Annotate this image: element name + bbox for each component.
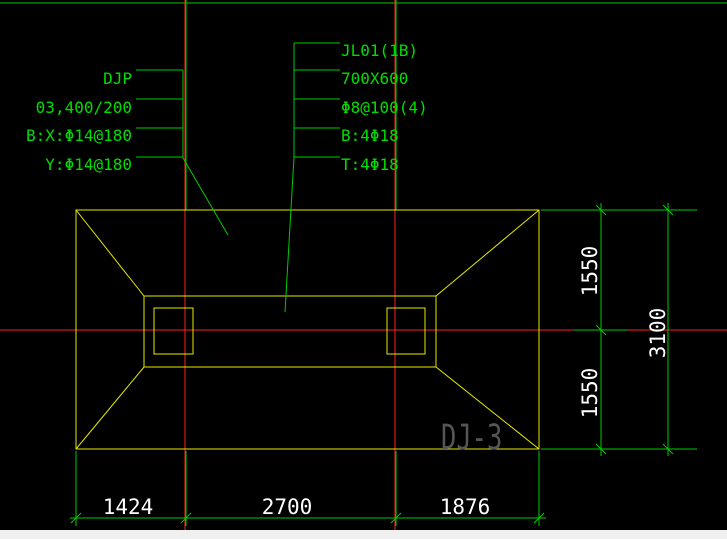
foundation-outline [75, 209, 540, 450]
foundation-outer-rect [75, 209, 540, 450]
foundation-leader [136, 69, 229, 236]
slope-line-br [435, 366, 540, 450]
beam-rect [143, 295, 437, 368]
right-dim-top: 1550 [578, 246, 602, 297]
axis-extension-lines [185, 0, 397, 210]
right-dimension [541, 203, 697, 456]
beam-label-group: JL01(1B) 700X600 Φ8@100(4) B:4Φ18 T:4Φ18 [341, 41, 428, 174]
foundation-label-group: DJP 03,400/200 B:X:Φ14@180 Y:Φ14@180 [26, 69, 132, 174]
bottom-dim-right: 1876 [440, 495, 491, 519]
bottom-dim-middle: 2700 [262, 495, 313, 519]
bottom-dim-text-group: 1424 2700 1876 [103, 495, 491, 519]
status-bar [0, 530, 727, 539]
beam-label-stirrup: Φ8@100(4) [341, 98, 428, 117]
beam-label-size: 700X600 [341, 69, 408, 88]
foundation-tag-watermark: DJ-3 [441, 418, 502, 458]
slope-line-tl [75, 209, 145, 297]
right-dim-text-group: 1550 1550 3100 [578, 246, 670, 419]
slope-line-bl [75, 366, 145, 450]
beam-leader [284, 42, 340, 313]
foundation-label-height: 03,400/200 [36, 98, 132, 117]
foundation-label-rebar-y: Y:Φ14@180 [45, 155, 132, 174]
beam-label-name: JL01(1B) [341, 41, 418, 60]
right-dim-bottom: 1550 [578, 368, 602, 419]
column-right [386, 307, 426, 355]
column-left [153, 307, 194, 355]
bottom-dim-left: 1424 [103, 495, 154, 519]
beam-label-top-rebar: T:4Φ18 [341, 155, 399, 174]
foundation-label-rebar-x: B:X:Φ14@180 [26, 126, 132, 145]
beam-label-bottom-rebar: B:4Φ18 [341, 126, 399, 145]
slope-line-tr [435, 209, 540, 297]
foundation-label-name: DJP [103, 69, 132, 88]
right-dim-total: 3100 [646, 308, 670, 359]
bottom-dimension [70, 451, 546, 526]
